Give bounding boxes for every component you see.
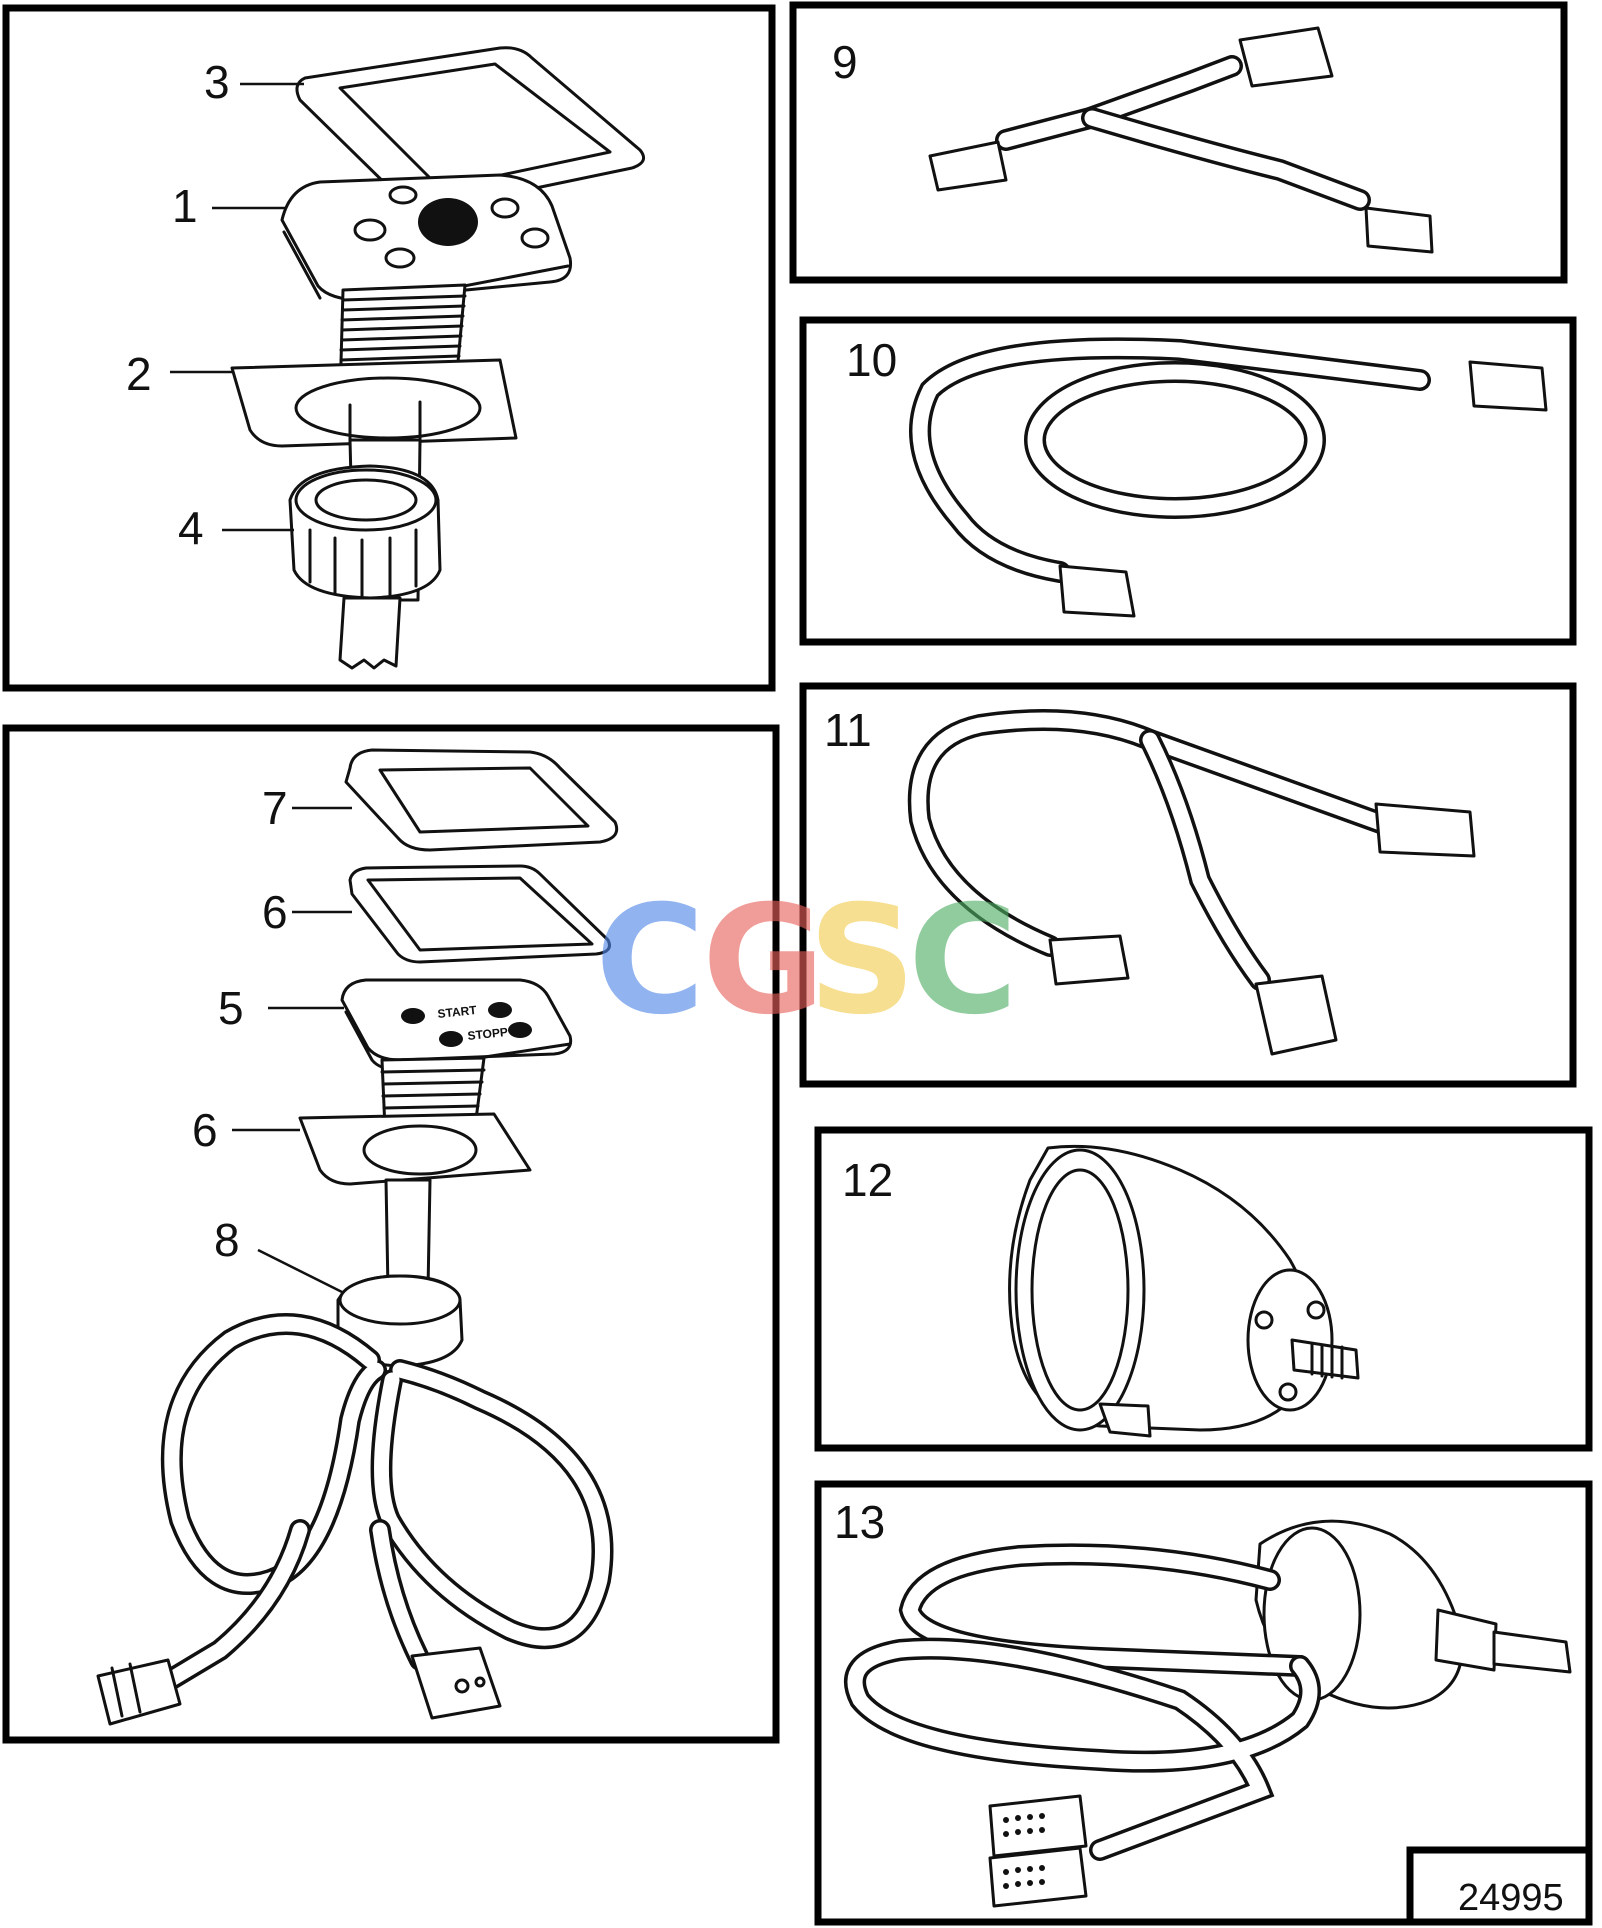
callout-13: 13 <box>834 1496 885 1548</box>
reference-box <box>1406 1846 1592 1924</box>
start-stop-panel-assembly: START STOPP <box>96 748 619 1726</box>
callouts: 3 1 2 4 7 6 5 6 8 9 10 11 12 13 <box>126 36 897 1548</box>
watermark-letter-1: C <box>595 874 705 1048</box>
callout-11: 11 <box>824 704 872 756</box>
callout-12: 12 <box>842 1154 893 1206</box>
panel-frame-item-12 <box>814 1126 1593 1452</box>
stop-label: STOPP <box>467 1025 509 1043</box>
watermark-letter-3: S <box>808 874 916 1048</box>
watermark: C G S C <box>595 874 1018 1048</box>
start-panel-assembly <box>230 46 646 670</box>
callout-5: 5 <box>218 982 244 1034</box>
panel-frame-item-10 <box>799 316 1577 646</box>
callout-8: 8 <box>214 1214 240 1266</box>
extension-cable-10 <box>909 337 1548 618</box>
reference-number: 24995 <box>1458 1877 1564 1919</box>
split-cable-11 <box>907 709 1476 1056</box>
leader-lines-lower <box>232 806 352 1294</box>
callout-9: 9 <box>832 36 858 88</box>
callout-10: 10 <box>846 334 897 386</box>
panel-frame-item-11 <box>799 682 1577 1088</box>
y-harness-9 <box>928 26 1434 254</box>
watermark-letter-2: G <box>702 874 825 1048</box>
panel-frame-item-13 <box>814 1480 1593 1926</box>
panel-frame-lower-left <box>2 724 780 1744</box>
start-label: START <box>437 1003 478 1021</box>
panel-frame-upper-left <box>2 4 776 692</box>
key-switch-knob <box>418 198 478 246</box>
seal-6-upper <box>348 864 611 964</box>
callout-3: 3 <box>204 56 230 108</box>
callout-4: 4 <box>178 502 204 554</box>
bezel-7 <box>344 748 619 852</box>
gauge-12 <box>1008 1144 1360 1438</box>
watermark-letter-4: C <box>908 874 1018 1048</box>
sender-13 <box>844 1519 1572 1908</box>
callout-6-lower: 6 <box>192 1104 218 1156</box>
connector-left <box>96 1658 182 1726</box>
bezel-3 <box>295 46 646 212</box>
panel-frame-item-9 <box>789 1 1568 284</box>
callout-6-upper: 6 <box>262 886 288 938</box>
callout-7: 7 <box>262 782 288 834</box>
callout-2: 2 <box>126 348 152 400</box>
callout-1: 1 <box>172 180 198 232</box>
leader-lines-upper <box>170 82 304 532</box>
